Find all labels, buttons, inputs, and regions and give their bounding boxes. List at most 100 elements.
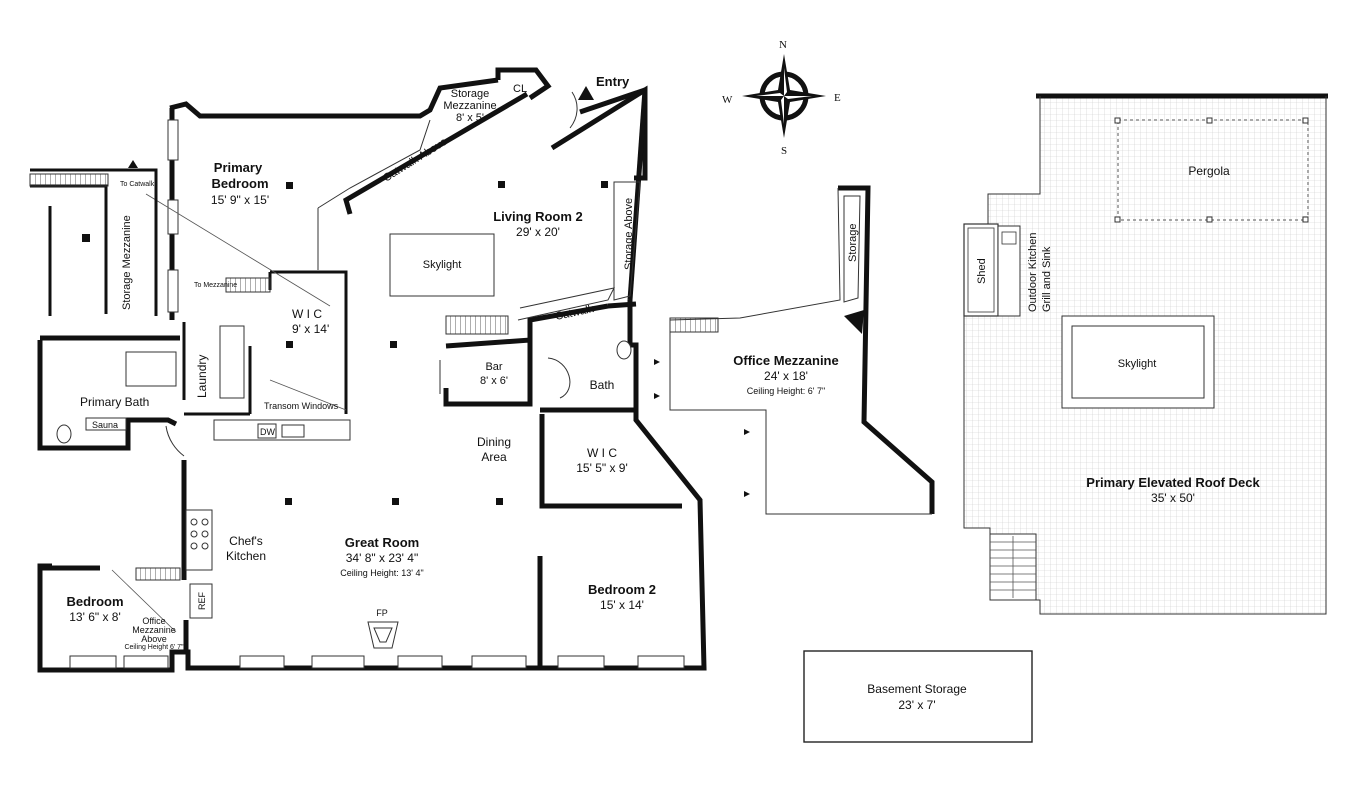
roof-deck-dims: 35' x 50' [1151,491,1195,505]
fireplace [367,621,399,649]
bedroom-2-label: Bedroom 2 [588,582,656,597]
catwalk-label: Catwalk [554,303,595,323]
storage-mezz-left-walls [30,168,158,316]
basement-label: Basement Storage [867,682,967,696]
ref-label: REF [197,591,207,610]
wall-bath-core [627,300,707,671]
basement-storage-box [803,650,1033,743]
catwalk-above-label: Catwalk Above [381,136,449,185]
kitchen-label-1: Chef's [229,534,263,548]
wall-catwalk-diag [343,91,529,215]
roof-deck [963,93,1328,615]
bedroom-dims: 13' 6" x 8' [69,610,121,624]
dw-label: DW [260,427,275,437]
to-mezzanine-label: To Mezzanine [194,282,237,289]
compass-rose [742,54,826,138]
skylight-main [389,233,495,297]
primary-bedroom-label-1: Primary [214,160,263,175]
stair-to-catwalk [29,173,109,187]
fp-label: FP [376,608,388,618]
burners [190,518,209,550]
storage-above-outline [613,181,641,301]
roof-skylight-label: Skylight [1118,358,1157,370]
great-room-dims: 34' 8" x 23' 4" [346,551,418,565]
office-mezzanine [654,185,935,515]
wic-1-label: W I C [292,307,322,321]
office-storage-label: Storage [847,223,859,262]
stair-catwalk [445,315,509,335]
shed [963,223,999,317]
bar-dims: 8' x 6' [480,375,508,387]
storage-above-label: Storage Above [623,198,635,270]
skylight-main-label: Skylight [423,259,462,271]
laundry-label: Laundry [195,355,209,398]
wic-2-label: W I C [587,446,617,460]
office-mezzanine-ceiling: Ceiling Height: 6' 7" [747,386,825,396]
living-room-2-label: Living Room 2 [493,209,583,224]
roof-skylight [1061,315,1215,409]
office-mezz-above-ceiling: Ceiling Height 6' 7" [124,644,184,651]
range [185,509,213,571]
primary-bedroom-label-2: Bedroom [211,176,268,191]
wall-laundry [182,322,250,416]
wic-2-dims: 15' 5" x 9' [576,461,628,475]
sauna-box [85,417,127,431]
shower-bath [547,357,571,399]
bedroom-2-dims: 15' x 14' [600,598,644,612]
sauna-label: Sauna [92,420,118,430]
closet-label: CL [513,83,527,95]
catwalk-outline [517,287,615,321]
wall-wic-left [270,270,348,414]
compass-w: W [722,94,733,106]
outdoor-kitchen-counter [997,225,1021,317]
office-mezz-above-1: Office [142,616,165,626]
dining-label-2: Area [481,450,507,464]
dishwasher [257,423,277,439]
storage-mezz-top-2: Mezzanine [443,100,496,112]
office-mezzanine-dims: 24' x 18' [764,369,808,383]
tub [125,351,177,387]
wall-bottom [37,563,686,673]
bottom-windows [69,119,685,669]
office-mezz-above-3: Above [141,634,167,644]
stair-mezzanine [225,277,271,293]
compass-n: N [779,39,787,51]
wall-bar [443,337,533,407]
bath-label: Bath [590,378,615,392]
basement-dims: 23' x 7' [898,698,935,712]
wall-bath-box [527,301,637,413]
stair-kitchen [135,567,181,581]
wall-wic2 [539,414,682,509]
storage-mezz-top-dims: 8' x 5' [456,112,484,124]
refrigerator [189,583,213,619]
roof-deck-label: Primary Elevated Roof Deck [1086,475,1260,490]
primary-bath-label: Primary Bath [80,395,149,409]
wall-primary-bedroom-top [169,77,499,119]
bar-label: Bar [485,361,502,373]
wic-1-dims: 9' x 14' [292,322,329,336]
office-mezz-above-2: Mezzanine [132,625,176,635]
compass-e: E [834,92,841,104]
to-catwalk-label: To Catwalk [120,181,155,188]
primary-bedroom-dims: 15' 9" x 15' [211,193,269,207]
entry-label: Entry [596,74,630,89]
toilet-primary [56,424,72,444]
compass-s: S [781,145,787,157]
dining-label-1: Dining [477,435,511,449]
doors [165,91,578,457]
transom-label: Transom Windows [264,401,339,411]
outdoor-kitchen-label-1: Outdoor Kitchen [1027,233,1039,313]
main-unit [29,67,707,673]
entry-arrow [578,86,594,100]
catwalk-above-lines [317,119,431,270]
office-mezzanine-label: Office Mezzanine [733,353,838,368]
toilet-bath [616,340,632,360]
storage-mezz-left-label: Storage Mezzanine [121,215,133,310]
great-room-ceiling: Ceiling Height: 13' 4" [340,568,423,578]
living-room-2-dims: 29' x 20' [516,225,560,239]
entry-wall [579,87,646,115]
kitchen-label-2: Kitchen [226,549,266,563]
outdoor-kitchen-label-2: Grill and Sink [1041,246,1053,312]
great-room-label: Great Room [345,535,419,550]
